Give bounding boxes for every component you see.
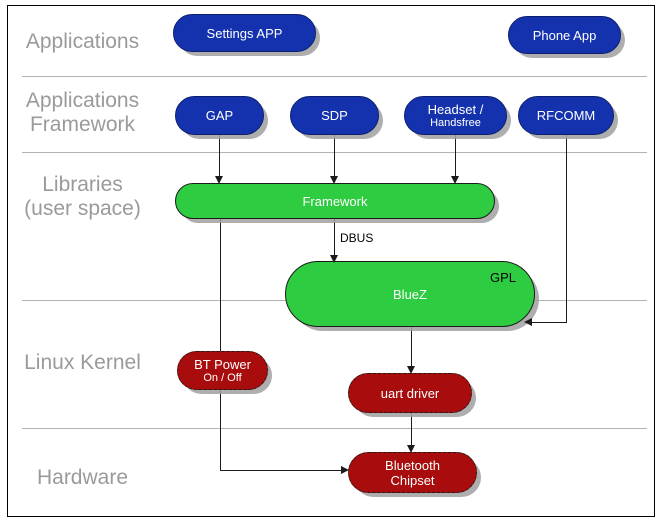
node-phone-app[interactable]: Phone App: [508, 16, 621, 54]
layer-label-libraries: Libraries (user space): [24, 173, 141, 220]
edge-rfcomm-to-bluez-vertical: [566, 135, 567, 323]
node-bt-power-label-line2: On / Off: [203, 371, 242, 384]
edge-uart-to-chipset: [411, 412, 412, 450]
node-gap-label: GAP: [205, 108, 234, 123]
edge-sdp-to-framework-arrow: [329, 176, 338, 184]
edge-gap-to-framework-arrow: [214, 176, 223, 184]
node-bt-power[interactable]: BT Power On / Off: [177, 351, 268, 390]
edge-bluez-to-uart-arrow: [406, 366, 415, 374]
divider-applications: [22, 76, 647, 77]
node-rfcomm-label: RFCOMM: [536, 108, 596, 123]
layer-label-linux-kernel: Linux Kernel: [24, 351, 141, 374]
node-gap[interactable]: GAP: [175, 96, 264, 135]
node-sdp-label: SDP: [321, 108, 348, 123]
node-bluetooth-chipset-label-line2: Chipset: [390, 472, 435, 488]
node-bluez-label: BlueZ: [393, 286, 427, 302]
edge-uart-to-chipset-arrow: [406, 445, 415, 453]
edge-headset-to-framework-arrow: [450, 176, 459, 184]
layer-label-applications-framework: Applications Framework: [25, 89, 140, 136]
edge-framework-to-bluez-arrow: [329, 255, 338, 263]
node-rfcomm[interactable]: RFCOMM: [518, 96, 614, 135]
edge-bluez-to-uart: [411, 320, 412, 370]
node-bluez-license-badge: GPL: [489, 270, 516, 285]
node-sdp[interactable]: SDP: [290, 96, 379, 135]
node-bt-power-label-line1: BT Power: [194, 356, 251, 372]
node-bluetooth-chipset[interactable]: Bluetooth Chipset: [348, 452, 477, 493]
edge-headset-to-framework: [455, 135, 456, 181]
node-headset-handsfree-label-line1: Headset /: [427, 101, 484, 117]
edge-rfcomm-to-bluez-horizontal: [532, 322, 567, 323]
node-bluez[interactable]: GPL BlueZ: [285, 261, 535, 327]
node-settings-app-label: Settings APP: [206, 25, 283, 41]
edge-framework-to-chipset-arrow: [341, 465, 349, 474]
node-framework[interactable]: Framework: [175, 183, 495, 219]
layer-label-applications: Applications: [25, 30, 140, 53]
edge-framework-to-chipset-horizontal: [220, 470, 344, 471]
edge-sdp-to-framework: [334, 135, 335, 181]
node-headset-handsfree-label-line2: Handsfree: [430, 116, 481, 129]
edge-gap-to-framework: [219, 135, 220, 181]
edge-framework-to-bluez: [334, 218, 335, 260]
node-uart-driver-label: uart driver: [380, 385, 440, 401]
node-settings-app[interactable]: Settings APP: [173, 14, 316, 52]
edge-framework-to-chipset-vertical: [220, 216, 221, 471]
edge-rfcomm-to-bluez-arrow: [524, 317, 532, 326]
layer-label-hardware: Hardware: [36, 466, 129, 489]
node-bluetooth-chipset-label-line1: Bluetooth: [385, 457, 440, 473]
edge-label-dbus: DBUS: [340, 231, 374, 245]
node-uart-driver[interactable]: uart driver: [348, 373, 472, 413]
node-headset-handsfree[interactable]: Headset / Handsfree: [404, 96, 507, 135]
node-framework-label: Framework: [302, 193, 368, 209]
divider-linux-kernel: [22, 428, 647, 429]
node-phone-app-label: Phone App: [532, 27, 597, 43]
